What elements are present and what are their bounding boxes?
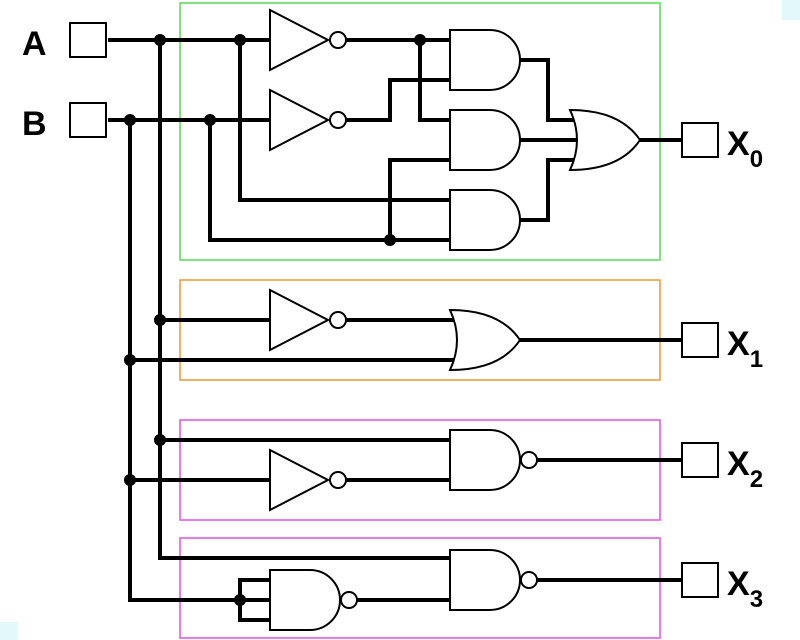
not-gate-x1 xyxy=(269,289,347,351)
corner-marker-bottom-left xyxy=(0,622,18,640)
input-label-a: A xyxy=(22,25,47,63)
input-label-b: B xyxy=(22,105,47,143)
corner-marker-top-right xyxy=(782,0,800,20)
output-pin-x0 xyxy=(681,122,719,158)
junction-dot xyxy=(154,314,166,326)
junction-dot xyxy=(154,34,166,46)
output-label-x3: X3 xyxy=(727,565,763,613)
group-box-x3 xyxy=(179,537,661,639)
wires xyxy=(108,38,682,622)
junction-dot xyxy=(414,34,426,46)
output-label-x0: X0 xyxy=(727,125,763,173)
and-gate-3 xyxy=(449,189,521,251)
output-label-x2: X2 xyxy=(727,445,763,493)
group-box-x0 xyxy=(179,2,661,261)
junction-dot xyxy=(234,594,246,606)
output-x3: X3 xyxy=(681,562,763,613)
and-gate-1 xyxy=(449,29,521,91)
junction-dot xyxy=(234,34,246,46)
output-pin-x1 xyxy=(681,322,719,358)
junction-dot xyxy=(154,434,166,446)
and-gate-2 xyxy=(449,109,521,171)
junction-dots xyxy=(124,34,426,606)
group-box-x2 xyxy=(179,419,661,521)
junction-dot xyxy=(204,114,216,126)
input-b: B xyxy=(22,102,107,143)
nand-gate-b-invert xyxy=(269,569,358,631)
input-pin-b xyxy=(69,102,107,138)
or-gate-x0 xyxy=(569,109,641,171)
output-x0: X0 xyxy=(681,122,763,173)
nand-gate-x3 xyxy=(449,549,538,611)
junction-dot xyxy=(124,114,136,126)
not-gate-a xyxy=(269,9,347,71)
not-gate-b xyxy=(269,89,347,151)
input-pin-a xyxy=(69,22,107,58)
nand-gate-x2 xyxy=(449,429,538,491)
junction-dot xyxy=(384,234,396,246)
output-pin-x2 xyxy=(681,442,719,478)
not-gate-x2 xyxy=(269,449,347,511)
or-gate-x1 xyxy=(449,309,521,371)
output-label-x1: X1 xyxy=(727,325,763,373)
group-box-x1 xyxy=(179,279,661,381)
output-x1: X1 xyxy=(681,322,763,373)
junction-dot xyxy=(124,354,136,366)
output-pin-x3 xyxy=(681,562,719,598)
junction-dot xyxy=(124,474,136,486)
output-x2: X2 xyxy=(681,442,763,493)
input-a: A xyxy=(22,22,107,63)
